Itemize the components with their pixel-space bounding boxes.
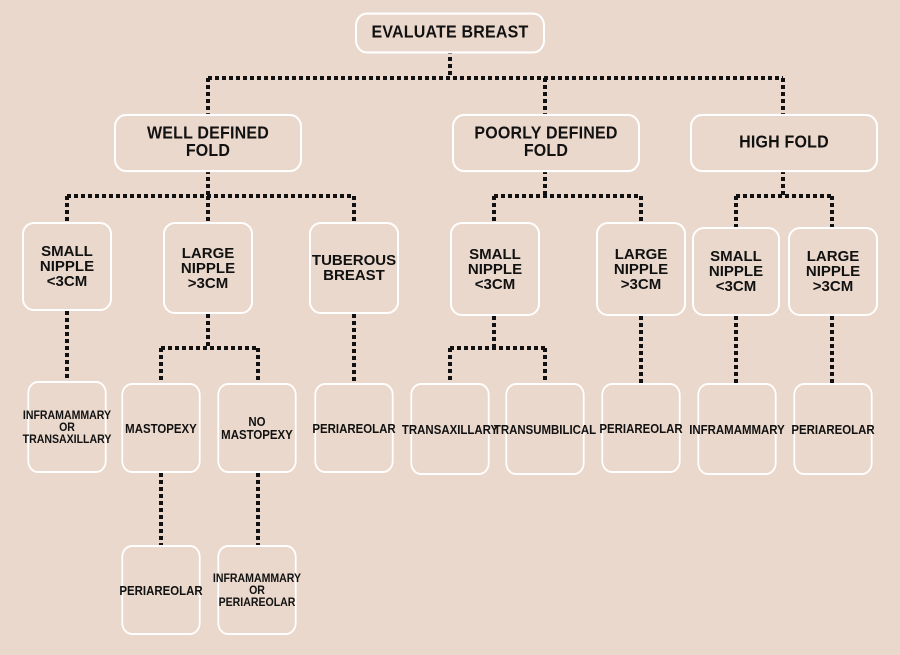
node-wd-small-result: INFRAMAMMARY OR TRANSAXILLARY xyxy=(23,381,111,473)
node-hf-large-nipple: LARGE NIPPLE >3CM xyxy=(788,227,878,316)
node-label: INFRAMAMMARY OR PERIAREOLAR xyxy=(212,571,302,609)
node-hf-small-nipple: SMALL NIPPLE <3CM xyxy=(692,227,780,316)
node-label: PERIAREOLAR xyxy=(599,420,683,436)
node-label: LARGE NIPPLE >3CM xyxy=(805,248,861,295)
node-hf-large-result: PERIAREOLAR xyxy=(791,383,875,475)
node-no-mastopexy-result: INFRAMAMMARY OR PERIAREOLAR xyxy=(213,545,301,635)
node-label: WELL DEFINED FOLD xyxy=(146,124,270,161)
node-label: INFRAMAMMARY OR TRANSAXILLARY xyxy=(22,408,112,446)
node-label: LARGE NIPPLE >3CM xyxy=(613,245,669,293)
node-label: NO MASTOPEXY xyxy=(221,414,293,442)
node-wd-tuberous-breast: TUBEROUS BREAST xyxy=(309,222,399,314)
node-label: EVALUATE BREAST xyxy=(371,23,529,42)
node-poorly-defined-fold: POORLY DEFINED FOLD xyxy=(452,113,640,173)
node-label: SMALL NIPPLE <3CM xyxy=(708,248,764,295)
node-label: HIGH FOLD xyxy=(739,133,829,152)
node-wd-large-nipple: LARGE NIPPLE >3CM xyxy=(163,222,253,314)
node-label: TRANSAXILLARY xyxy=(401,421,499,437)
node-label: TRANSUMBILICAL xyxy=(493,421,597,437)
node-label: PERIAREOLAR xyxy=(312,420,396,436)
node-tuberous-result: PERIAREOLAR xyxy=(312,383,396,473)
node-label: INFRAMAMMARY xyxy=(689,421,785,437)
node-transumbilical: TRANSUMBILICAL xyxy=(494,383,596,475)
node-label: TUBEROUS BREAST xyxy=(311,252,397,284)
node-hf-small-result: INFRAMAMMARY xyxy=(689,383,785,475)
node-pd-large-nipple: LARGE NIPPLE >3CM xyxy=(596,222,686,316)
node-label: MASTOPEXY xyxy=(125,420,197,436)
node-evaluate-breast: EVALUATE BREAST xyxy=(355,12,545,54)
node-transaxillary: TRANSAXILLARY xyxy=(402,383,498,475)
node-label: POORLY DEFINED FOLD xyxy=(474,124,618,161)
node-label: SMALL NIPPLE <3CM xyxy=(39,243,95,290)
node-no-mastopexy: NO MASTOPEXY xyxy=(217,383,297,473)
node-mastopexy: MASTOPEXY xyxy=(121,383,201,473)
node-well-defined-fold: WELL DEFINED FOLD xyxy=(114,113,302,173)
node-label: PERIAREOLAR xyxy=(791,421,875,437)
node-label: SMALL NIPPLE <3CM xyxy=(467,245,523,293)
node-pd-small-nipple: SMALL NIPPLE <3CM xyxy=(450,222,540,316)
node-label: PERIAREOLAR xyxy=(119,582,203,598)
node-wd-small-nipple: SMALL NIPPLE <3CM xyxy=(22,222,112,311)
node-mastopexy-result: PERIAREOLAR xyxy=(119,545,203,635)
node-label: LARGE NIPPLE >3CM xyxy=(180,244,236,292)
node-high-fold: HIGH FOLD xyxy=(690,113,878,173)
node-pd-large-result: PERIAREOLAR xyxy=(599,383,683,473)
